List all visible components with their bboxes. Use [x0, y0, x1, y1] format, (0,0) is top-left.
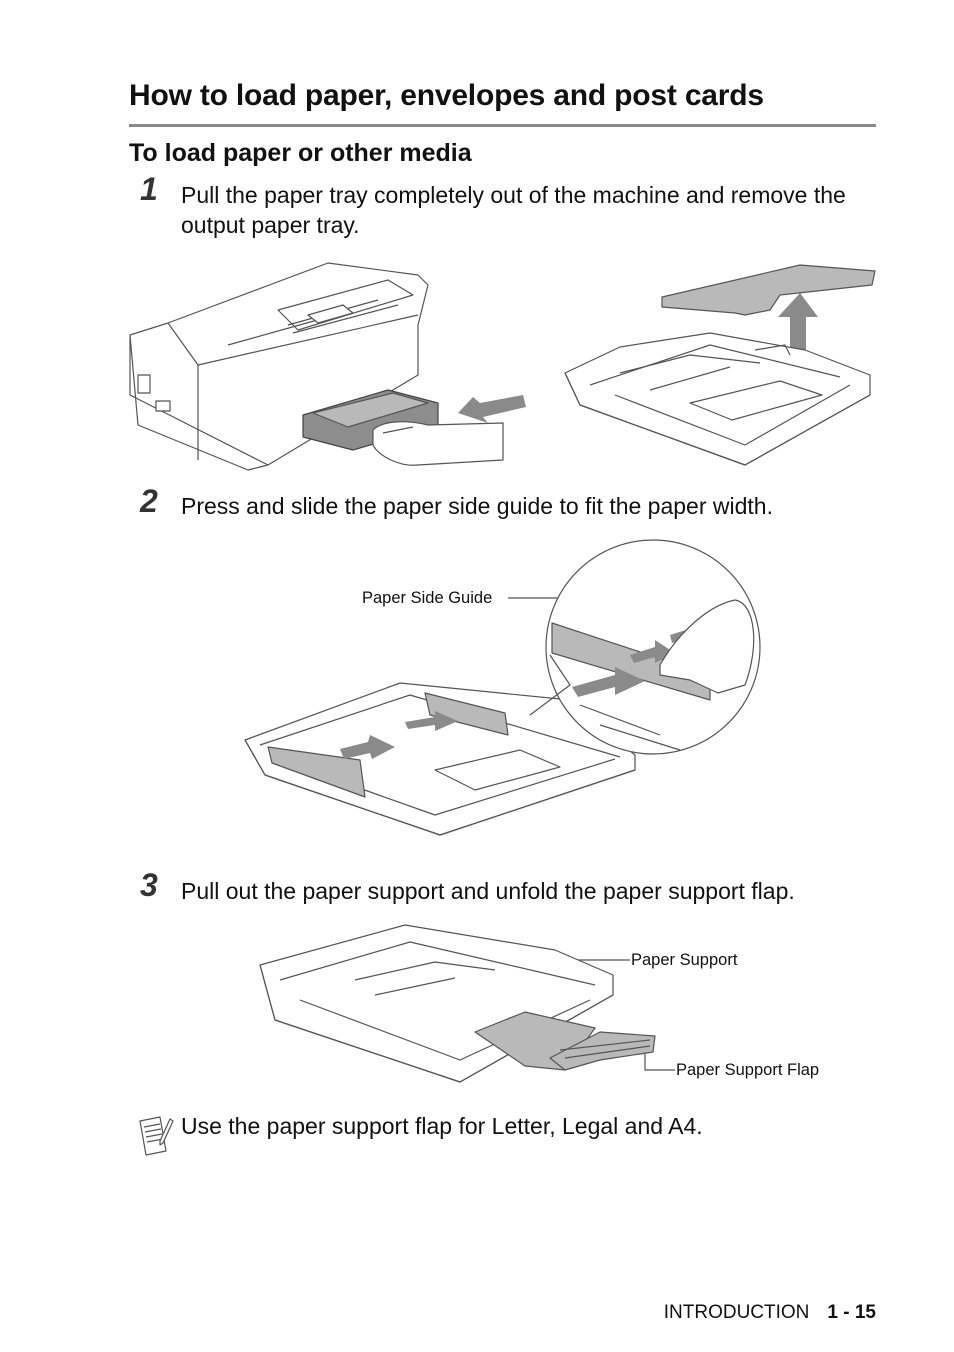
title-rule	[129, 124, 876, 127]
page-title: How to load paper, envelopes and post ca…	[129, 79, 764, 112]
step-3-number: 3	[140, 867, 158, 903]
paper-support-label: Paper Support	[631, 951, 738, 969]
section-subtitle: To load paper or other media	[129, 139, 472, 167]
step-3-text: Pull out the paper support and unfold th…	[181, 878, 795, 904]
footer-section: INTRODUCTION	[663, 1302, 810, 1323]
note-text: Use the paper support flap for Letter, L…	[181, 1113, 703, 1139]
note-pad-icon	[139, 1116, 174, 1156]
tray-output-tray-removed-illustration	[564, 264, 876, 466]
printer-pull-tray-illustration	[129, 262, 526, 471]
paper-side-guide-illustration	[244, 539, 761, 836]
footer-page-number: 1 - 15	[827, 1302, 876, 1323]
page-footer: INTRODUCTION 1 - 15	[664, 1302, 876, 1324]
paper-side-guide-label: Paper Side Guide	[362, 589, 493, 607]
step-1-number: 1	[140, 171, 158, 207]
step-1-text: Pull the paper tray completely out of th…	[181, 182, 846, 238]
paper-support-illustration	[259, 924, 675, 1083]
paper-support-flap-label: Paper Support Flap	[676, 1061, 820, 1079]
step-2-number: 2	[140, 483, 158, 519]
step-2-text: Press and slide the paper side guide to …	[181, 493, 773, 519]
